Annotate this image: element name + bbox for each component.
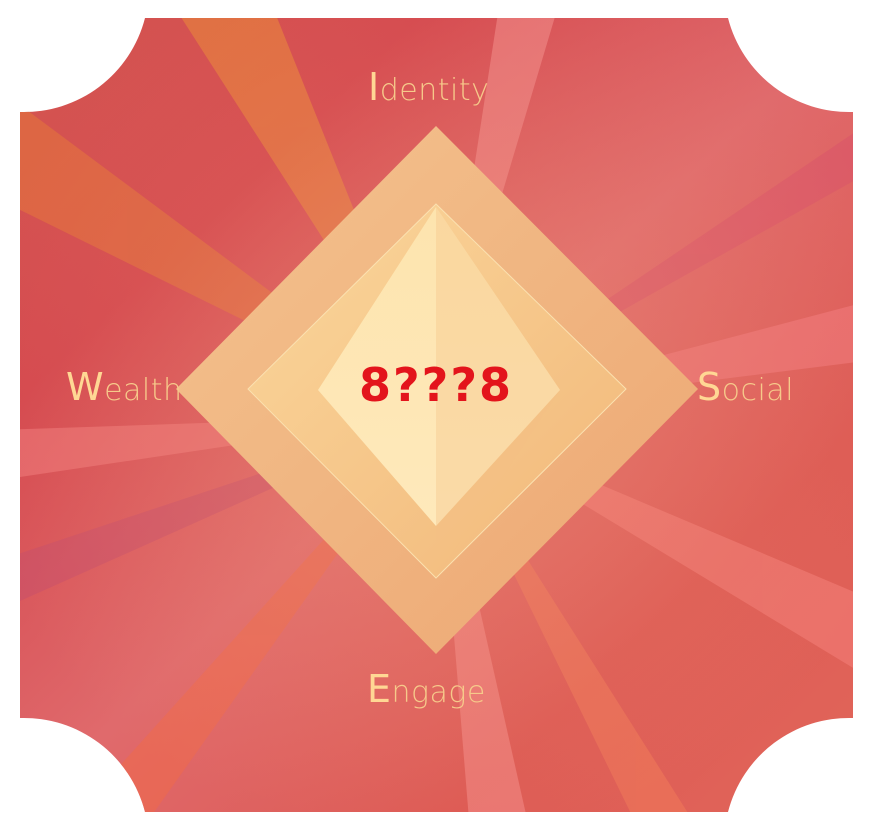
label-engage-initial: E [367,667,392,711]
label-wealth: Wealth [66,368,183,406]
label-identity-rest: dentity [379,73,490,108]
center-code-text: 8???8 [358,358,514,412]
label-engage-rest: ngage [391,675,486,710]
label-engage: Engage [367,670,486,708]
label-identity-initial: I [368,65,380,109]
inner-diamond [318,207,560,526]
label-social-rest: ocial [721,373,795,408]
label-wealth-rest: ealth [104,373,183,408]
inner-diamond-shade [436,207,560,578]
label-social: Social [697,368,794,406]
label-wealth-initial: W [66,365,105,409]
label-social-initial: S [697,365,722,409]
label-identity: Identity [368,68,489,106]
